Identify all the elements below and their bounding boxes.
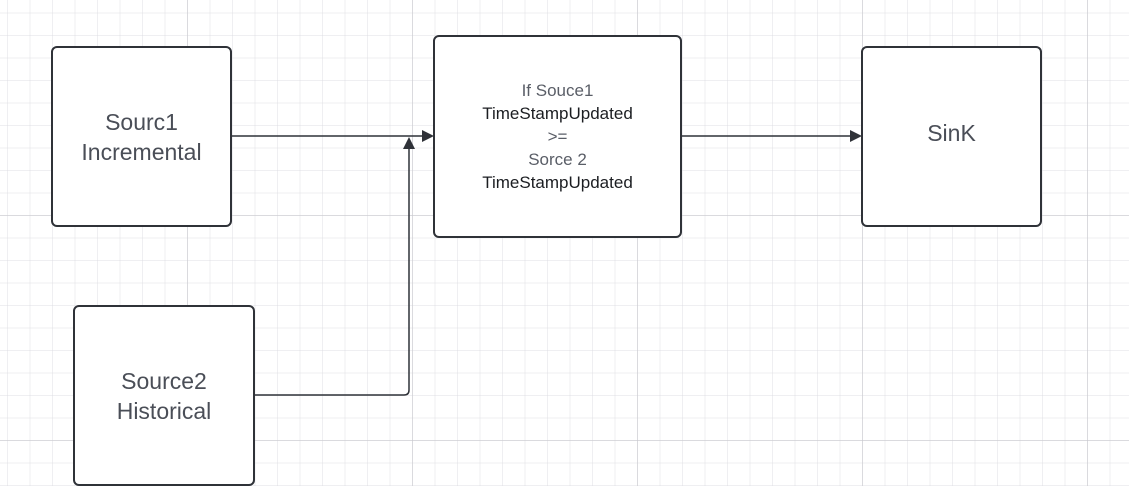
source2-subtitle: Historical bbox=[116, 397, 212, 424]
condition-line-5: TimeStampUpdated bbox=[482, 173, 633, 192]
sink-label: SinK bbox=[927, 119, 976, 146]
source2-title: Source2 bbox=[121, 367, 207, 394]
source2-node[interactable]: Source2 Historical bbox=[73, 305, 255, 486]
source1-title: Sourc1 bbox=[105, 108, 178, 135]
condition-line-3: >= bbox=[547, 127, 568, 146]
sink-node[interactable]: SinK bbox=[861, 46, 1042, 227]
condition-line-4: Sorce 2 bbox=[528, 150, 587, 169]
condition-line-1: If Souce1 bbox=[521, 81, 594, 100]
condition-line-2: TimeStampUpdated bbox=[482, 104, 633, 123]
condition-node[interactable]: If Souce1 TimeStampUpdated >= Sorce 2 Ti… bbox=[433, 35, 682, 238]
edge-source2-to-condition[interactable] bbox=[254, 137, 415, 396]
source1-subtitle: Incremental bbox=[81, 138, 202, 165]
source1-node[interactable]: Sourc1 Incremental bbox=[51, 46, 232, 227]
